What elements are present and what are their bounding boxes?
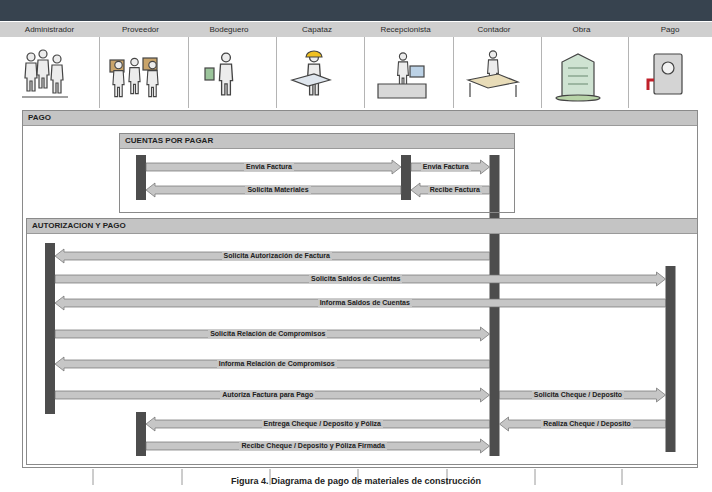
message-arrow: [146, 160, 401, 174]
message-label: Solicita Relación de Compromisos: [208, 330, 327, 338]
activation-bar: [45, 243, 55, 414]
message-arrow: [55, 272, 666, 286]
building: [562, 54, 594, 96]
person: [219, 53, 232, 95]
desk-legs: [470, 83, 516, 97]
desk: [468, 74, 518, 88]
warehouse-icon: [205, 53, 233, 95]
message-arrow: [55, 388, 490, 402]
message-label: Solicita Autorización de Factura: [222, 252, 332, 260]
person: [147, 61, 158, 96]
activation-bar: [401, 155, 411, 200]
role-label: Recepcionista: [358, 22, 453, 37]
supplier-icon: [110, 58, 158, 97]
base-line: [22, 96, 68, 97]
message-label: Envia Factura: [244, 163, 294, 171]
safe: [654, 54, 682, 94]
role-label: Capataz: [270, 22, 364, 37]
admin-icon: [22, 50, 68, 97]
message-label: Envia Factura: [421, 163, 471, 171]
building-icon: [556, 54, 600, 101]
message-label: Informa Relación de Compromisos: [217, 360, 337, 368]
person: [37, 50, 49, 88]
message-arrow: [55, 296, 666, 310]
top-bar: [0, 0, 712, 21]
person: [129, 58, 140, 93]
lane-header: Obra: [535, 22, 629, 108]
message-label: Solicita Cheque / Deposito: [532, 391, 624, 399]
role-label: Pago: [622, 22, 712, 37]
message-label: Informa Saldos de Cuentas: [318, 299, 412, 307]
message-arrow: [411, 160, 490, 174]
message-label: Solicita Materiales: [245, 186, 310, 194]
section-title: PAGO: [23, 111, 697, 126]
windows: [568, 68, 588, 84]
person: [113, 61, 124, 96]
section-band: PAGO CUENTAS POR PAGAR AUTORIZACION Y PAGO: [22, 110, 698, 468]
lane-header: Administrador: [0, 22, 100, 108]
lane-header: Proveedor: [93, 22, 189, 108]
lane-icons: [22, 50, 682, 101]
message-arrow: [55, 249, 490, 263]
accountant-icon: [468, 51, 518, 97]
message-arrow: [500, 388, 666, 402]
foreman-icon: [292, 51, 330, 95]
lane-header: Pago: [622, 22, 712, 108]
message-arrow: [411, 183, 490, 197]
section-title: CUENTAS POR PAGAR: [120, 134, 514, 149]
role-label: Contador: [447, 22, 541, 37]
message-label: Recibe Factura: [428, 186, 482, 194]
figure-caption: Figura 4. Diagrama de pago de materiales…: [0, 476, 712, 487]
section-title: AUTORIZACION Y PAGO: [27, 219, 697, 234]
message-arrow: [146, 417, 490, 431]
message-label: Realiza Cheque / Deposito: [541, 420, 633, 428]
message-label: Solicita Saldos de Cuentas: [309, 275, 402, 283]
handle: [648, 80, 654, 90]
message-label: Entrega Cheque / Deposito y Póliza: [262, 420, 383, 428]
fragment-frame: CUENTAS POR PAGAR: [119, 133, 515, 213]
person: [25, 53, 37, 91]
message-arrow: [500, 417, 666, 431]
lane-header: Bodeguero: [182, 22, 277, 108]
message-arrow: [146, 439, 490, 453]
message-label: Recibe Cheque / Deposito y Póliza Firmad…: [239, 442, 387, 450]
plan-table: [292, 74, 330, 86]
lane-header: Capataz: [270, 22, 365, 108]
reception-icon: [378, 53, 426, 98]
message-arrow: [55, 327, 490, 341]
desk: [378, 84, 426, 98]
ground: [556, 95, 600, 101]
activation-bar: [136, 412, 146, 456]
person: [51, 55, 63, 93]
activation-bar: [666, 266, 676, 452]
hard-hat: [306, 51, 322, 57]
message-arrow: [55, 357, 490, 371]
lane-header: Recepcionista: [358, 22, 454, 108]
device: [205, 68, 214, 80]
role-label: Obra: [535, 22, 628, 37]
role-label: Bodeguero: [182, 22, 276, 37]
role-label: Proveedor: [93, 22, 188, 37]
message-arrow: [146, 183, 401, 197]
message-label: Autoriza Factura para Pago: [220, 391, 315, 399]
activation-bar: [136, 155, 146, 200]
dial: [662, 62, 674, 74]
person: [398, 53, 409, 87]
monitor: [410, 66, 424, 77]
safe-icon: [648, 54, 682, 94]
role-label: Administrador: [0, 22, 99, 37]
lane-header: Contador: [447, 22, 542, 108]
